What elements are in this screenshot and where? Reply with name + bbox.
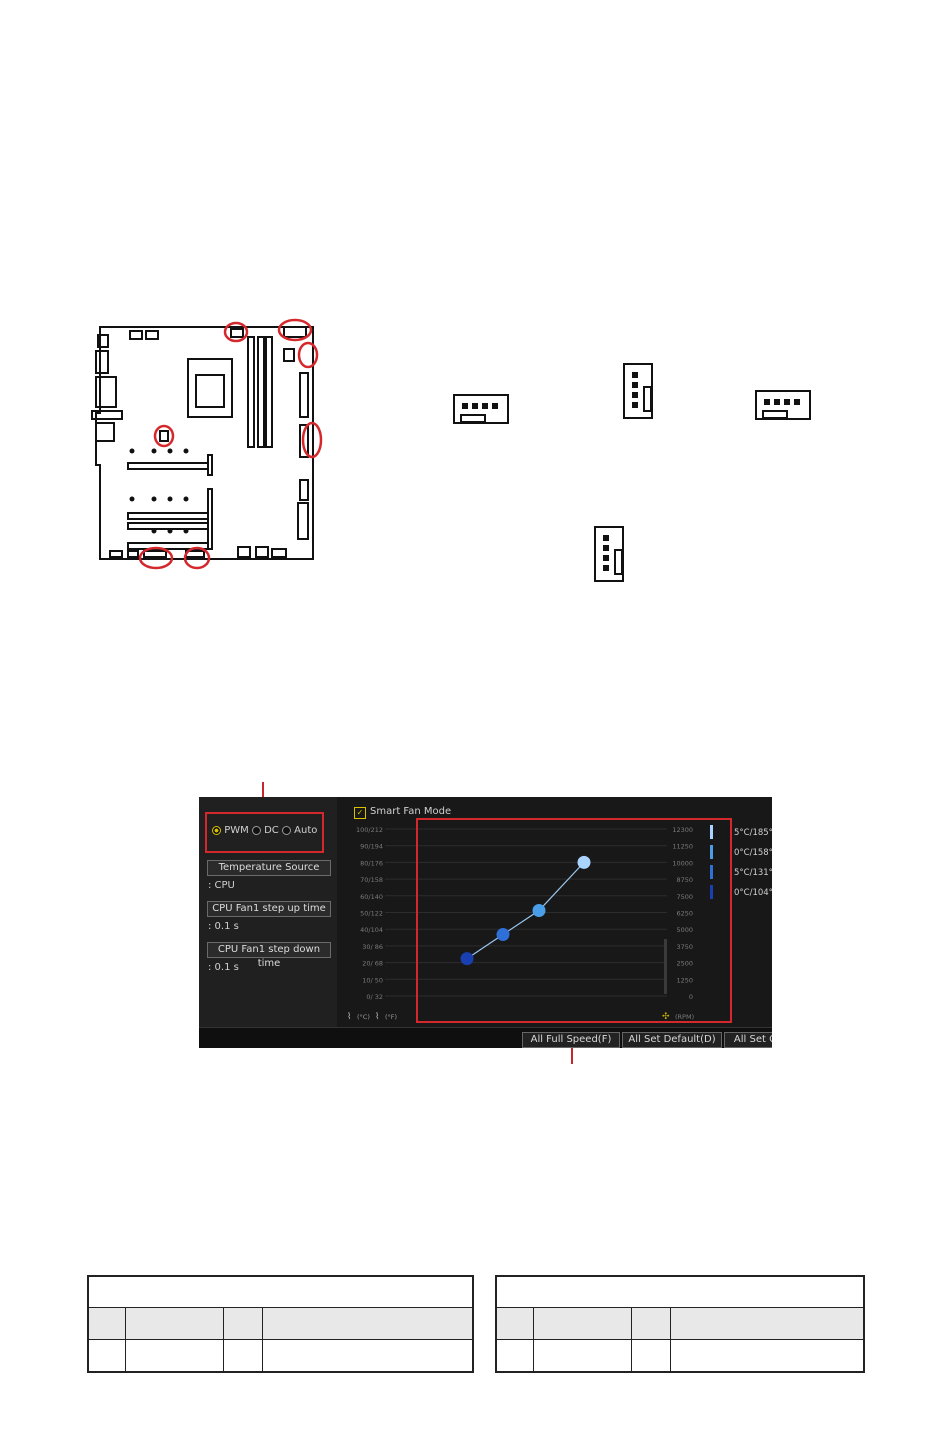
legend-swatch — [710, 845, 713, 859]
table-cell — [533, 1307, 632, 1340]
radio-auto-label: Auto — [294, 825, 318, 836]
all-full-speed-button[interactable]: All Full Speed(F) — [522, 1032, 620, 1048]
fan-connector-horizontal-icon — [755, 390, 811, 420]
y-left-tick-label: 40/104 — [360, 926, 383, 934]
table-cell — [262, 1307, 474, 1340]
y-right-tick-label: 8750 — [676, 876, 693, 884]
thermometer-icon: ⌇ — [375, 1011, 379, 1022]
table-cell — [87, 1307, 126, 1340]
smart-fan-mode-label: Smart Fan Mode — [370, 806, 452, 817]
y-left-tick-label: 30/ 86 — [362, 943, 383, 951]
y-right-tick-label: 7500 — [676, 893, 693, 901]
y-left-tick-label: 10/ 50 — [362, 976, 383, 984]
fahrenheit-unit-label: (°F) — [385, 1013, 397, 1021]
fan-curve-point — [460, 952, 474, 966]
fan-curve-chart: 100/212 12300 90/194 11250 80/176 10000 70/158… — [347, 825, 772, 1022]
bios-fan-settings-column: PWM DC Auto Temperature Source : CPU CPU… — [199, 797, 337, 1027]
thermometer-icon: ⌇ — [347, 1011, 351, 1022]
fan-icon: ✣ — [662, 1012, 670, 1022]
y-left-tick-label: 0/ 32 — [366, 993, 383, 1001]
y-left-tick-label: 100/212 — [356, 826, 383, 834]
y-right-tick-label: 10000 — [672, 859, 693, 867]
radio-dc[interactable] — [251, 825, 261, 835]
legend-swatch — [710, 825, 713, 839]
y-left-tick-label: 80/176 — [360, 859, 383, 867]
table-row — [87, 1339, 474, 1373]
table-cell — [631, 1339, 671, 1373]
rpm-unit-label: (RPM) — [675, 1013, 694, 1021]
temperature-source-value: : CPU — [208, 880, 235, 891]
y-left-tick-label: 60/140 — [360, 893, 383, 901]
step-down-time-button[interactable]: CPU Fan1 step down time — [207, 942, 331, 969]
temperature-source-button[interactable]: Temperature Source — [207, 860, 331, 876]
table-header-row — [87, 1275, 474, 1308]
fan-curve-highlight — [416, 818, 732, 1023]
y-right-tick-label: 1250 — [676, 976, 693, 984]
bios-bottom-bar: All Full Speed(F) All Set Default(D) All… — [199, 1027, 772, 1048]
table-cell — [495, 1275, 865, 1308]
legend-label: 5°C/185°F — [734, 828, 772, 838]
radio-pwm[interactable] — [212, 825, 221, 835]
fan-connector-vertical-icon — [594, 526, 624, 582]
table-cell — [223, 1307, 263, 1340]
y-right-tick-label: 0 — [689, 993, 693, 1001]
pin-definition-table-right — [495, 1275, 865, 1373]
fan-mode-radio-group: PWM DC Auto — [212, 825, 317, 836]
fan-connector-vertical-icon — [623, 363, 653, 419]
legend-swatch — [710, 865, 713, 879]
legend-label: 5°C/131°F — [734, 868, 772, 878]
celsius-unit-label: (°C) — [357, 1013, 370, 1021]
all-set-cancel-button[interactable]: All Set C — [724, 1032, 772, 1048]
all-set-default-button[interactable]: All Set Default(D) — [622, 1032, 722, 1048]
motherboard-layout-diagram — [91, 318, 323, 570]
y-left-tick-label: 20/ 68 — [362, 960, 383, 968]
table-cell — [87, 1275, 474, 1308]
y-left-tick-label: 90/194 — [360, 843, 383, 851]
fan-curve-point — [577, 855, 591, 869]
y-right-tick-label: 6250 — [676, 910, 693, 918]
table-row — [495, 1339, 865, 1373]
y-right-tick-label: 5000 — [676, 926, 693, 934]
table-row — [87, 1307, 474, 1340]
legend-swatch — [710, 885, 713, 899]
y-right-tick-label: 11250 — [672, 843, 693, 851]
y-left-tick-label: 70/158 — [360, 876, 383, 884]
smart-fan-checkbox[interactable]: ✓ — [354, 807, 366, 819]
fan-curve-line — [466, 861, 585, 960]
rpm-indicator-bar — [664, 939, 667, 994]
y-right-tick-label: 3750 — [676, 943, 693, 951]
radio-dc-label: DC — [264, 825, 279, 836]
step-up-time-button[interactable]: CPU Fan1 step up time — [207, 901, 331, 917]
table-row — [495, 1307, 865, 1340]
pin-definition-table-left — [87, 1275, 474, 1373]
legend-label: 0°C/158°F — [734, 848, 772, 858]
legend-label: 0°C/104°F — [734, 888, 772, 898]
table-cell — [631, 1307, 671, 1340]
table-cell — [125, 1339, 224, 1373]
table-cell — [87, 1339, 126, 1373]
radio-pwm-label: PWM — [224, 825, 249, 836]
fan-curve-point — [496, 928, 510, 942]
step-up-time-value: : 0.1 s — [208, 921, 239, 932]
step-down-time-value: : 0.1 s — [208, 962, 239, 973]
table-cell — [262, 1339, 474, 1373]
table-cell — [533, 1339, 632, 1373]
table-cell — [223, 1339, 263, 1373]
bios-fan-control-panel: PWM DC Auto Temperature Source : CPU CPU… — [199, 797, 772, 1048]
y-left-tick-label: 50/122 — [360, 910, 383, 918]
table-header-row — [495, 1275, 865, 1308]
table-cell — [495, 1339, 534, 1373]
table-cell — [495, 1307, 534, 1340]
fan-curve-point — [532, 903, 546, 917]
radio-auto[interactable] — [281, 825, 291, 835]
table-cell — [125, 1307, 224, 1340]
fan-mode-highlight — [205, 812, 324, 853]
y-right-tick-label: 12300 — [672, 826, 693, 834]
bios-fan-curve-area: ✓ Smart Fan Mode 100/212 12300 90/194 11250… — [337, 797, 772, 1027]
table-cell — [670, 1307, 865, 1340]
fan-connector-horizontal-icon — [453, 394, 509, 424]
y-right-tick-label: 2500 — [676, 960, 693, 968]
table-cell — [670, 1339, 865, 1373]
